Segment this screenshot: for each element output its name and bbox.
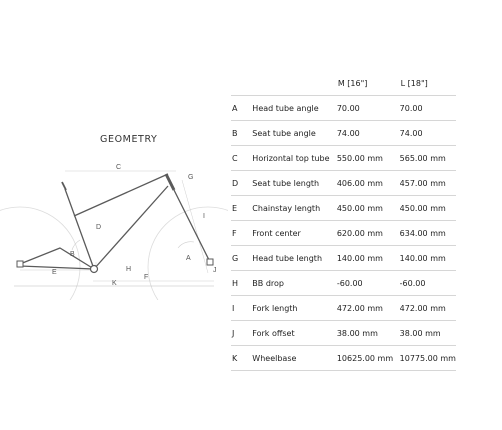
row-letter: I — [231, 295, 253, 321]
row-name: BB drop — [252, 270, 337, 296]
label-k: K — [112, 280, 117, 287]
row-letter: E — [231, 195, 253, 221]
bottom-bracket — [89, 264, 99, 274]
fork — [173, 189, 211, 263]
row-value-l: 10775.00 mm — [399, 345, 456, 371]
row-value-l: -60.00 — [399, 270, 456, 296]
seat-angle-arc — [71, 239, 81, 251]
table-header-row: M [16"] L [18"] — [231, 71, 456, 96]
label-b: B — [70, 251, 75, 258]
label-f: F — [144, 274, 148, 281]
seat-stay — [19, 247, 95, 270]
row-letter: A — [231, 95, 253, 121]
row-value-m: 472.00 mm — [336, 295, 400, 321]
row-value-l: 472.00 mm — [399, 295, 456, 321]
front-dropout — [206, 258, 214, 266]
row-letter: B — [231, 120, 253, 146]
head-angle-arc — [177, 241, 195, 249]
row-letter: K — [231, 345, 253, 371]
label-e: E — [52, 269, 57, 276]
row-letter: D — [231, 170, 253, 196]
row-name: Seat tube length — [252, 170, 337, 196]
seat-post — [61, 181, 67, 191]
row-value-l: 450.00 mm — [399, 195, 456, 221]
row-letter: H — [231, 270, 253, 296]
label-d: D — [96, 224, 101, 231]
label-g: G — [188, 174, 193, 181]
row-name: Wheelbase — [252, 345, 337, 371]
chainstay — [19, 265, 95, 270]
label-a: A — [186, 255, 191, 262]
row-name: Fork offset — [252, 320, 337, 346]
row-value-l: 70.00 — [399, 95, 456, 121]
label-c: C — [116, 164, 121, 171]
frame — [19, 173, 211, 270]
row-value-m: 140.00 mm — [336, 245, 400, 271]
row-letter: G — [231, 245, 253, 271]
row-value-m: -60.00 — [336, 270, 400, 296]
label-j: J — [213, 267, 217, 274]
geometry-title: GEOMETRY — [100, 134, 158, 145]
fork-length-line — [181, 179, 209, 274]
front-wheel — [147, 206, 228, 300]
row-value-m: 620.00 mm — [336, 220, 400, 246]
rear-wheel — [0, 206, 81, 300]
top-tube — [73, 173, 169, 217]
row-value-m: 10625.00 mm — [336, 345, 400, 371]
bike-geometry-diagram: A B C D E F G H I J K — [0, 164, 228, 300]
row-value-l: 38.00 mm — [399, 320, 456, 346]
row-value-l: 457.00 mm — [399, 170, 456, 196]
row-value-m: 450.00 mm — [336, 195, 400, 221]
row-name: Fork length — [252, 295, 337, 321]
row-name: Head tube angle — [252, 95, 337, 121]
row-value-l: 74.00 — [399, 120, 456, 146]
size-header-l: L [18"] — [400, 78, 428, 88]
label-h: H — [126, 266, 131, 273]
row-value-m: 38.00 mm — [336, 320, 400, 346]
label-i: I — [203, 213, 205, 220]
rear-dropout — [16, 260, 24, 268]
row-value-m: 74.00 — [336, 120, 400, 146]
seat-tube — [64, 188, 95, 270]
row-name: Head tube length — [252, 245, 337, 271]
head-tube — [164, 173, 176, 191]
row-name: Horizontal top tube — [252, 145, 337, 171]
row-value-l: 140.00 mm — [399, 245, 456, 271]
row-value-l: 634.00 mm — [399, 220, 456, 246]
row-value-m: 70.00 — [336, 95, 400, 121]
row-name: Seat tube angle — [252, 120, 337, 146]
row-name: Chainstay length — [252, 195, 337, 221]
row-value-m: 550.00 mm — [336, 145, 400, 171]
row-name: Front center — [252, 220, 337, 246]
row-letter: J — [231, 320, 253, 346]
row-value-m: 406.00 mm — [336, 170, 400, 196]
down-tube — [93, 185, 169, 270]
row-letter: C — [231, 145, 253, 171]
row-letter: F — [231, 220, 253, 246]
row-value-l: 565.00 mm — [399, 145, 456, 171]
size-header-m: M [16"] — [337, 78, 368, 88]
